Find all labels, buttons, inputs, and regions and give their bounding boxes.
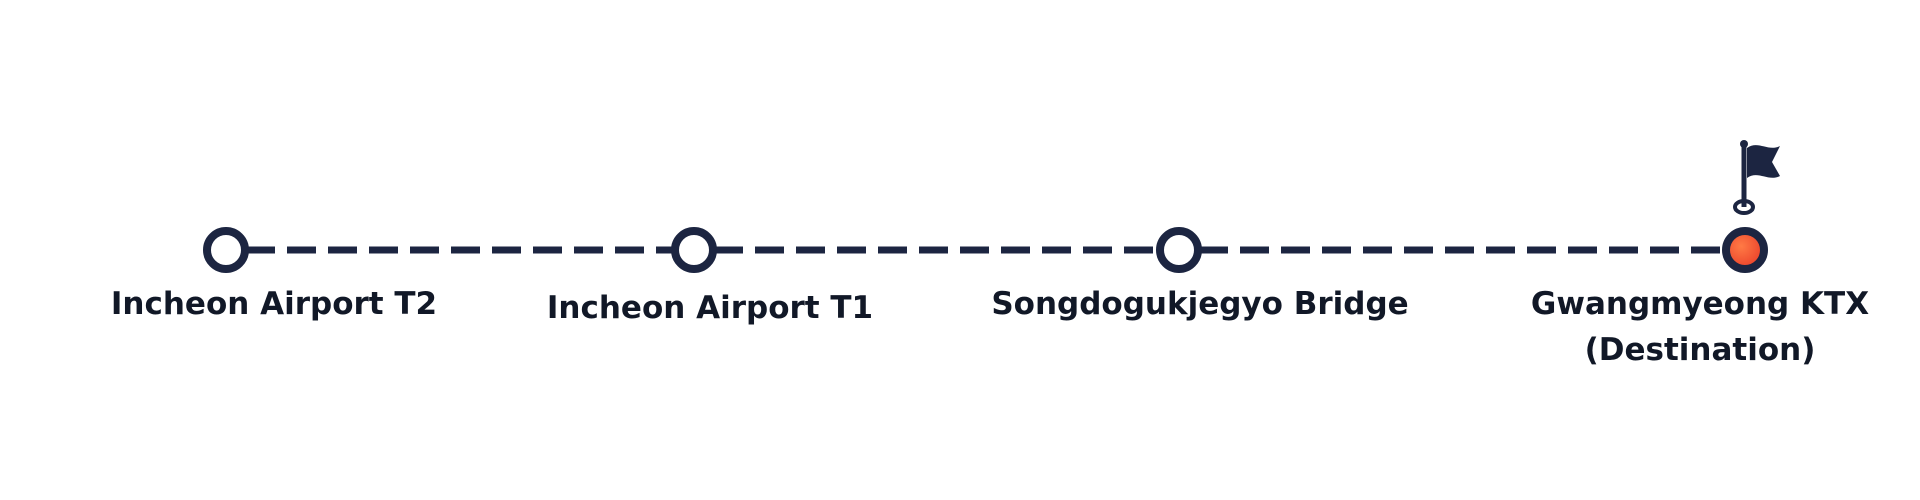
destination-subtitle: (Destination): [1584, 332, 1816, 368]
flag-icon: [1733, 140, 1780, 215]
stop-name: Songdogukjegyo Bridge: [991, 286, 1409, 322]
stop-name: Incheon Airport T1: [546, 290, 874, 326]
stop-name: Gwangmyeong KTX: [1530, 286, 1870, 322]
stop-label-destination: Gwangmyeong KTX (Destination): [1531, 281, 1869, 373]
stop-marker-songdo: [1156, 227, 1202, 273]
stop-label-incheon-t2: Incheon Airport T2: [111, 281, 437, 327]
stop-marker-incheon-t2: [203, 227, 249, 273]
stop-name: Incheon Airport T2: [110, 286, 438, 322]
stop-marker-destination: [1722, 227, 1768, 273]
stop-label-songdo: Songdogukjegyo Bridge: [991, 281, 1408, 327]
stop-marker-incheon-t1: [671, 227, 717, 273]
stop-label-incheon-t1: Incheon Airport T1: [547, 285, 873, 331]
